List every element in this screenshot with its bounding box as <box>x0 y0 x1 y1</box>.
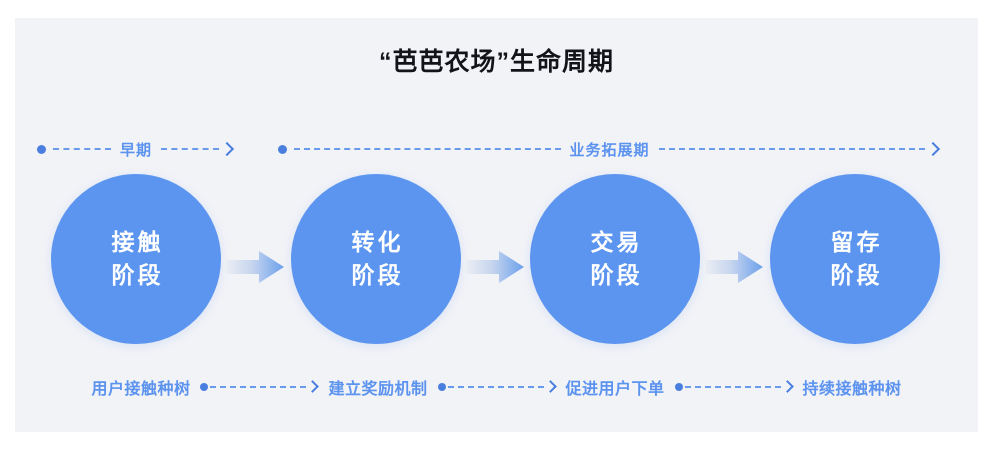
stage-label-line2: 阶段 <box>590 262 643 288</box>
rail-dashed-line-left <box>294 148 561 150</box>
rail-start-dot <box>37 144 46 154</box>
activity-connector-3 <box>674 381 793 393</box>
stage-row: 接触 阶段 转化 阶段 交易 阶段 留存 阶段 <box>15 174 978 349</box>
phase-label-growth: 业务拓展期 <box>569 141 650 159</box>
chevron-right-icon <box>308 381 318 393</box>
stage-circle-contact[interactable]: 接触 阶段 <box>51 174 221 344</box>
rail-start-dot <box>437 383 446 391</box>
phase-early: 早期 <box>37 121 233 177</box>
chevron-right-icon <box>783 381 793 393</box>
stage-circle-conversion[interactable]: 转化 阶段 <box>291 174 461 344</box>
activity-label-1: 用户接触种树 <box>91 381 191 398</box>
rail-dashed-line-right <box>658 148 926 150</box>
rail-dashed-line <box>210 386 307 388</box>
stage-circle-retention[interactable]: 留存 阶段 <box>770 174 940 344</box>
chevron-right-icon <box>928 142 939 156</box>
activity-label-3: 促进用户下单 <box>565 381 665 398</box>
gradient-block-arrow-icon <box>466 251 524 283</box>
stage-label-line1: 留存 <box>830 229 883 256</box>
rail-start-dot <box>278 144 287 154</box>
stage-label-line2: 阶段 <box>111 262 164 288</box>
rail-dashed-line <box>447 386 544 388</box>
phase-rail: 早期 业务拓展期 <box>15 121 978 177</box>
stage-label-line1: 接触 <box>111 229 164 256</box>
phase-growth: 业务拓展期 <box>278 121 939 177</box>
activity-label-2: 建立奖励机制 <box>328 381 428 398</box>
rail-dashed-line <box>684 386 781 388</box>
rail-dashed-line-right <box>161 148 220 150</box>
rail-dashed-line-left <box>53 148 111 150</box>
diagram-canvas: “芭芭农场”生命周期 早期 业务拓展期 接触 阶段 转化 阶段 交易 <box>15 18 978 432</box>
rail-start-dot <box>200 383 209 391</box>
activity-connector-1 <box>200 381 318 393</box>
activity-rail: 用户接触种树 建立奖励机制 促进用户下单 持续接触种树 <box>15 363 978 411</box>
chevron-right-icon <box>222 142 233 156</box>
stage-label-line2: 阶段 <box>830 262 883 288</box>
gradient-block-arrow-icon <box>705 251 763 283</box>
activity-connector-2 <box>437 381 556 393</box>
page-title: “芭芭农场”生命周期 <box>378 48 614 76</box>
stage-label-line1: 转化 <box>351 229 404 256</box>
gradient-block-arrow-icon <box>226 251 284 283</box>
rail-start-dot <box>674 383 683 391</box>
stage-label-line1: 交易 <box>590 229 643 256</box>
stage-circle-transaction[interactable]: 交易 阶段 <box>530 174 700 344</box>
chevron-right-icon <box>546 381 556 393</box>
stage-label-line2: 阶段 <box>351 262 404 288</box>
phase-label-early: 早期 <box>120 141 153 159</box>
activity-label-4: 持续接触种树 <box>802 381 902 398</box>
